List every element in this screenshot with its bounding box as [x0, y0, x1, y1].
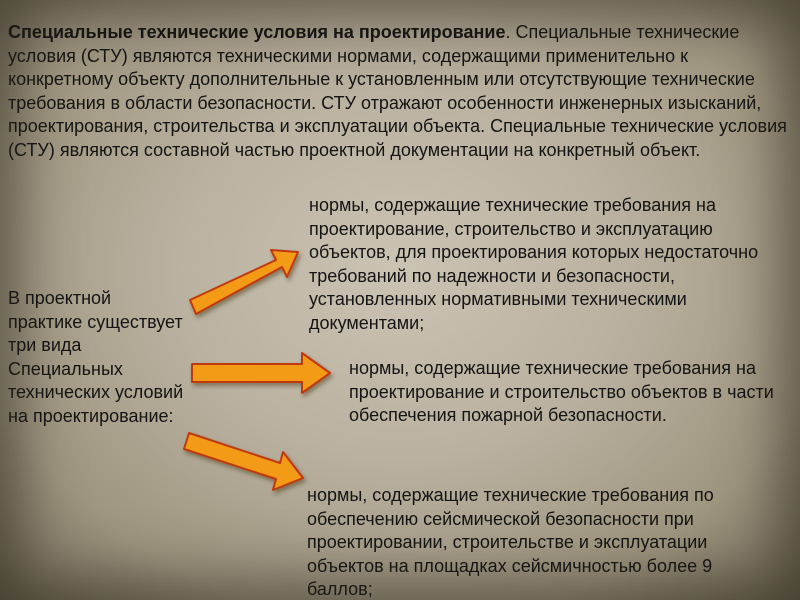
arrow-right-icon — [191, 352, 331, 394]
intro-heading: Специальные технические условия на проек… — [8, 22, 506, 42]
stu-type-1: нормы, содержащие технические требования… — [309, 195, 759, 333]
stu-type-2: нормы, содержащие технические требования… — [349, 358, 774, 425]
lead-text: В проектной практике существует три вида… — [8, 288, 184, 426]
intro-body: . Специальные технические условия (СТУ) … — [8, 22, 787, 160]
stu-type-3: нормы, содержащие технические требования… — [307, 485, 714, 599]
intro-paragraph: Специальные технические условия на проек… — [8, 21, 792, 162]
arrow-up-right-icon — [189, 249, 299, 315]
arrow-down-right-icon — [183, 432, 304, 491]
